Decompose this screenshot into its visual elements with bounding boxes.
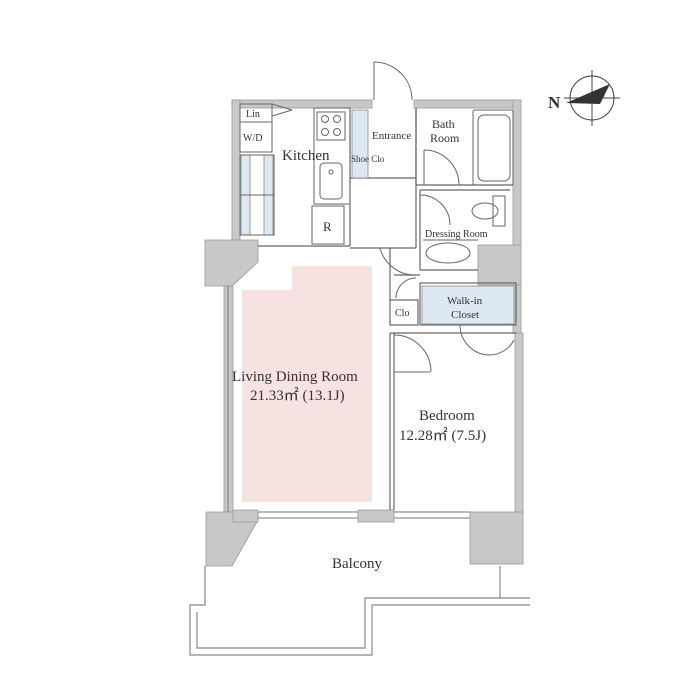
bath-fixtures — [423, 109, 514, 264]
clo-label: Clo — [395, 308, 409, 319]
compass: N — [548, 70, 620, 126]
walls — [204, 99, 524, 567]
wd-label: W/D — [243, 133, 262, 144]
bath-label-line2: Room — [430, 131, 460, 145]
shoe-clo-label: Shoe Clo — [351, 154, 385, 164]
windows — [227, 286, 470, 519]
entrance-label: Entrance — [372, 130, 411, 142]
living-room-floor — [242, 266, 372, 502]
bedroom-area: 12.28㎡ (7.5J) — [399, 427, 486, 444]
kitchen-fixtures — [239, 103, 351, 245]
dressing-label: Dressing Room — [425, 229, 488, 240]
balcony-label: Balcony — [332, 556, 382, 572]
balcony-outline — [189, 566, 530, 656]
lin-label: Lin — [246, 109, 260, 120]
fridge-label: R — [323, 219, 332, 234]
walkin-label-line1: Walk-in — [447, 295, 483, 307]
walkin-label-line2: Closet — [451, 309, 479, 321]
living-room-name: Living Dining Room — [232, 369, 358, 385]
compass-arrow-icon — [566, 84, 610, 104]
kitchen-label: Kitchen — [282, 148, 330, 164]
bedroom-name: Bedroom — [419, 408, 475, 424]
living-room-area: 21.33㎡ (13.1J) — [250, 387, 345, 404]
bath-label-line1: Bath — [432, 117, 455, 131]
compass-label: N — [548, 93, 561, 112]
doors — [373, 61, 515, 373]
